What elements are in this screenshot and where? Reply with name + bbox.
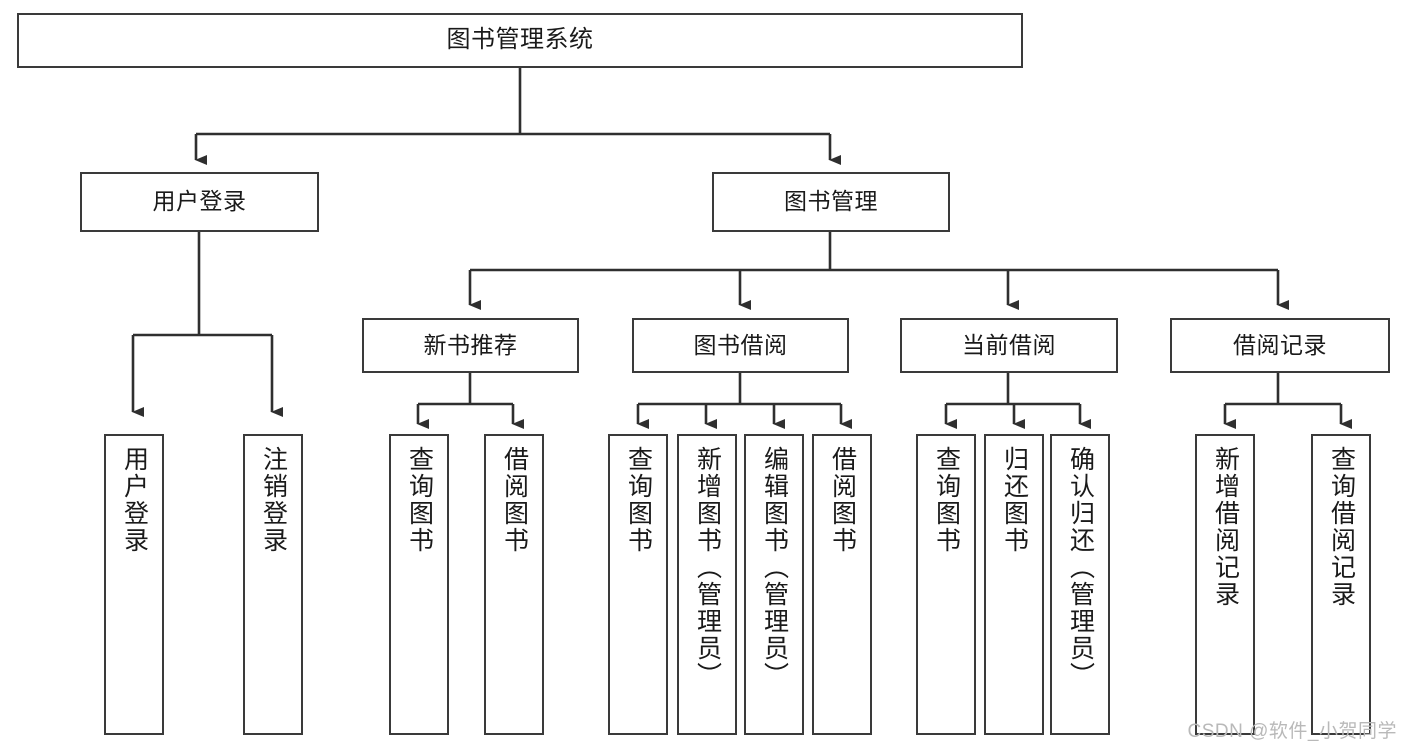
leaf-query-book-3-label: 查询图书 [932,446,961,554]
leaf-borrow-book-2[interactable]: 借阅图书 [812,434,872,735]
leaf-query-book-2-label: 查询图书 [624,446,653,554]
leaf-add-book[interactable]: 新增图书（管理员） [677,434,737,735]
leaf-confirm-return-label: 确认归还（管理员） [1066,446,1095,689]
leaf-borrow-book-2-label: 借阅图书 [828,446,857,554]
node-user-login-label: 用户登录 [152,188,247,215]
leaf-return-book[interactable]: 归还图书 [984,434,1044,735]
leaf-add-book-label: 新增图书（管理员） [693,446,722,689]
leaf-borrow-book-1[interactable]: 借阅图书 [484,434,544,735]
node-current-borrow[interactable]: 当前借阅 [900,318,1118,373]
node-borrow-record-label: 借阅记录 [1233,331,1327,358]
leaf-query-book-1-label: 查询图书 [405,446,434,554]
watermark-text: CSDN @软件_小贺同学 [1187,721,1397,742]
leaf-user-logout-label: 注销登录 [259,446,288,554]
node-borrow-record[interactable]: 借阅记录 [1170,318,1390,373]
leaf-query-record-label: 查询借阅记录 [1327,446,1356,608]
node-current-borrow-label: 当前借阅 [962,331,1056,358]
leaf-add-record[interactable]: 新增借阅记录 [1195,434,1255,735]
leaf-edit-book-label: 编辑图书（管理员） [760,446,789,689]
leaf-query-book-2[interactable]: 查询图书 [608,434,668,735]
leaf-query-record[interactable]: 查询借阅记录 [1311,434,1371,735]
node-book-manage-label: 图书管理 [784,188,878,215]
leaf-add-record-label: 新增借阅记录 [1211,446,1240,608]
leaf-user-logout[interactable]: 注销登录 [243,434,303,735]
node-book-borrow-label: 图书借阅 [693,331,788,358]
leaf-query-book-3[interactable]: 查询图书 [916,434,976,735]
leaf-user-login-label: 用户登录 [120,446,149,554]
node-user-login[interactable]: 用户登录 [80,172,319,232]
leaf-user-login[interactable]: 用户登录 [104,434,164,735]
leaf-confirm-return[interactable]: 确认归还（管理员） [1050,434,1110,735]
node-root-label: 图书管理系统 [446,26,594,54]
leaf-query-book-1[interactable]: 查询图书 [389,434,449,735]
node-book-borrow[interactable]: 图书借阅 [632,318,849,373]
leaf-borrow-book-1-label: 借阅图书 [500,446,529,554]
node-root[interactable]: 图书管理系统 [17,13,1023,68]
leaf-return-book-label: 归还图书 [1000,446,1029,554]
node-new-book-recommend[interactable]: 新书推荐 [362,318,579,373]
node-book-manage[interactable]: 图书管理 [712,172,950,232]
node-new-book-recommend-label: 新书推荐 [423,331,518,358]
leaf-edit-book[interactable]: 编辑图书（管理员） [744,434,804,735]
